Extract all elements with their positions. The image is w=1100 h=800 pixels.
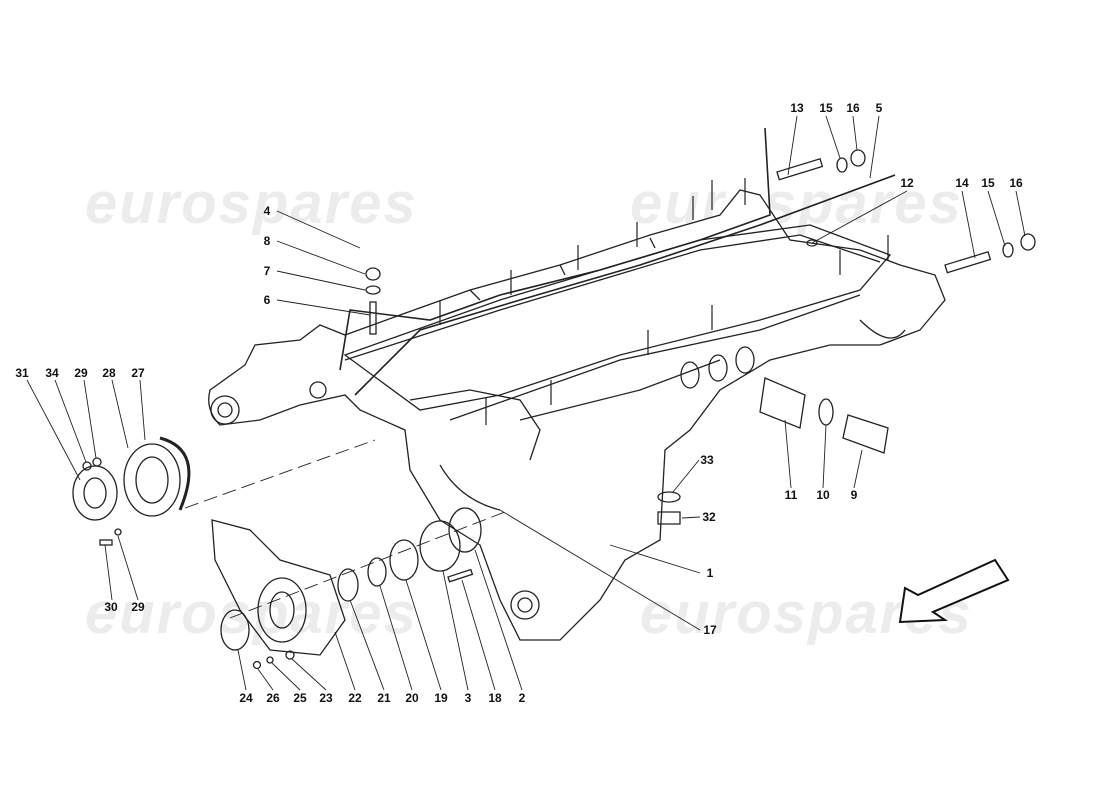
- callout-2[interactable]: 2: [518, 691, 526, 705]
- callout-16[interactable]: 16: [1009, 176, 1023, 190]
- ring-2: [448, 507, 482, 553]
- callout-29[interactable]: 29: [131, 600, 145, 614]
- callout-17[interactable]: 17: [703, 623, 717, 637]
- washer-29: [92, 457, 102, 467]
- studs: [439, 178, 889, 425]
- callout-20[interactable]: 20: [405, 691, 419, 705]
- seal-24: [220, 609, 250, 651]
- washer-15: [1002, 242, 1014, 258]
- callout-3[interactable]: 3: [464, 691, 472, 705]
- cover-plate: [257, 577, 307, 643]
- callout-8[interactable]: 8: [263, 234, 271, 248]
- callout-22[interactable]: 22: [348, 691, 362, 705]
- callout-33[interactable]: 33: [700, 453, 714, 467]
- stud-6: [369, 301, 377, 335]
- callout-30[interactable]: 30: [104, 600, 118, 614]
- callout-19[interactable]: 19: [434, 691, 448, 705]
- washer-29: [114, 528, 122, 536]
- flange-28: [123, 443, 181, 517]
- callout-11[interactable]: 11: [784, 488, 798, 502]
- bearing-19: [389, 539, 419, 581]
- callout-29[interactable]: 29: [74, 366, 88, 380]
- stud-14: [944, 251, 992, 274]
- callout-4[interactable]: 4: [263, 204, 271, 218]
- leader-lines: [26, 115, 1026, 691]
- callout-34[interactable]: 34: [45, 366, 59, 380]
- nut-34: [82, 461, 92, 471]
- sleeve-3: [419, 520, 461, 572]
- callout-27[interactable]: 27: [131, 366, 145, 380]
- seal-31: [72, 465, 118, 521]
- watermark: eurospares: [85, 581, 418, 646]
- nut-8: [365, 267, 381, 281]
- stud-13: [776, 158, 824, 181]
- o-ring-12: [806, 239, 818, 247]
- callout-31[interactable]: 31: [15, 366, 29, 380]
- seal-wire-5: [354, 174, 896, 396]
- circlip-20: [367, 557, 387, 587]
- o-ring-10: [818, 398, 834, 426]
- callout-10[interactable]: 10: [816, 488, 830, 502]
- washer-23: [285, 650, 295, 660]
- nut-16: [1020, 233, 1036, 251]
- callout-14[interactable]: 14: [955, 176, 969, 190]
- filter-9: [842, 414, 889, 454]
- bolt-30: [99, 539, 113, 546]
- callout-7[interactable]: 7: [263, 264, 271, 278]
- washer-15: [836, 157, 848, 173]
- cover-22: [211, 519, 346, 656]
- callout-12[interactable]: 12: [900, 176, 914, 190]
- sleeve-11: [759, 377, 806, 429]
- callout-9[interactable]: 9: [850, 488, 858, 502]
- direction-arrow-icon: [898, 558, 1010, 624]
- callout-32[interactable]: 32: [702, 510, 716, 524]
- circlip-27: [159, 436, 191, 511]
- watermark: eurospares: [85, 171, 418, 236]
- nut-26: [252, 660, 262, 670]
- callout-21[interactable]: 21: [377, 691, 391, 705]
- washer-33: [657, 491, 681, 503]
- seal-21: [337, 568, 359, 602]
- callout-15[interactable]: 15: [819, 101, 833, 115]
- callout-18[interactable]: 18: [488, 691, 502, 705]
- callout-16[interactable]: 16: [846, 101, 860, 115]
- callout-25[interactable]: 25: [293, 691, 307, 705]
- callout-1[interactable]: 1: [706, 566, 714, 580]
- washer-25: [266, 656, 274, 664]
- callout-5[interactable]: 5: [875, 101, 883, 115]
- callout-15[interactable]: 15: [981, 176, 995, 190]
- callout-24[interactable]: 24: [239, 691, 253, 705]
- callout-28[interactable]: 28: [102, 366, 116, 380]
- callout-23[interactable]: 23: [319, 691, 333, 705]
- gearbox-housing: [208, 189, 946, 641]
- washer-7: [365, 285, 381, 295]
- plug-32: [657, 511, 681, 525]
- callout-26[interactable]: 26: [266, 691, 280, 705]
- nut-16: [850, 149, 866, 167]
- callout-6[interactable]: 6: [263, 293, 271, 307]
- gasket-wire-4: [339, 127, 771, 371]
- stud-18: [447, 568, 474, 583]
- callout-13[interactable]: 13: [790, 101, 804, 115]
